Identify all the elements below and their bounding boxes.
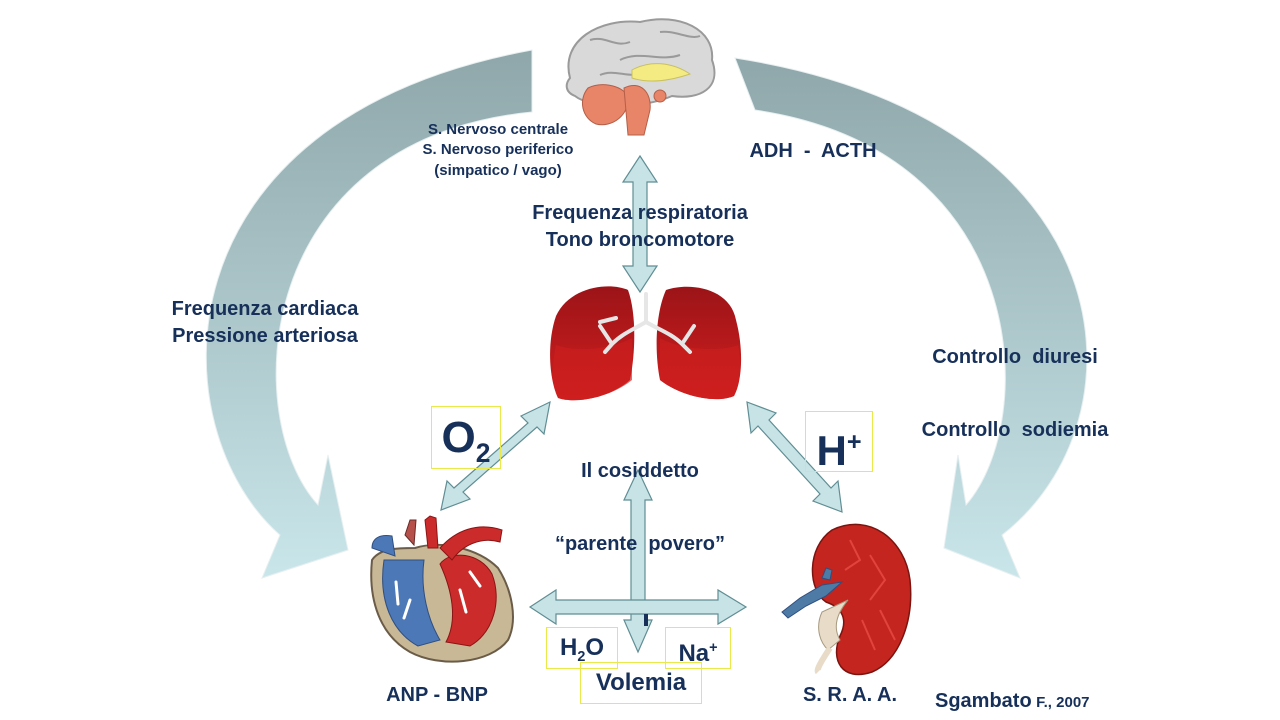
right-curved-arrow (734, 57, 1088, 579)
brain-label-line: S. Nervoso periferico (422, 141, 574, 159)
brain-lung-double-arrow (621, 154, 659, 294)
lung-label: Il cosiddetto “parente povero” (530, 412, 750, 581)
h-plus-symbol: H+ (805, 414, 873, 479)
cardio-label: Frequenza cardiaca Pressione arteriosa (130, 296, 400, 350)
lung-label-line: “parente povero” (554, 533, 726, 555)
volemia-connector-mark (644, 614, 648, 626)
brain-label: S. Nervoso centrale S. Nervoso periferic… (398, 120, 598, 181)
brain-illustration (565, 18, 716, 136)
h-base: H (816, 427, 847, 474)
kidney-illustration (781, 523, 912, 676)
kidney-label: S. R. A. A. (802, 684, 898, 706)
h2o-h: H (559, 634, 578, 661)
credit-name: Sgambato (935, 690, 1032, 712)
respiratory-label: Frequenza respiratoria Tono broncomotore (490, 200, 790, 254)
respiratory-label-line: Frequenza respiratoria (532, 202, 748, 224)
na-box (665, 627, 731, 669)
h2o-subscript: 2 (577, 648, 586, 665)
heart-kidney-double-arrow (528, 588, 748, 626)
renal-label: Controllo diuresi Controllo sodiemia (880, 298, 1150, 467)
brain-label-line: (simpatico / vago) (434, 161, 562, 179)
lung-heart-double-arrow (440, 400, 551, 511)
lung-label-line: Il cosiddetto (581, 460, 699, 482)
o2-subscript: 2 (475, 437, 491, 468)
h2o-o: O (585, 634, 605, 661)
h2o-symbol: H2O (546, 630, 618, 675)
h-superscript: + (846, 428, 862, 456)
credit-year: F., 2007 (1036, 694, 1090, 711)
lung-kidney-double-arrow (746, 401, 843, 513)
o2-base: O (441, 413, 476, 462)
volemia-box (580, 662, 702, 704)
renal-label-line: Controllo sodiemia (921, 419, 1109, 441)
hormones-top-label: ADH - ACTH (749, 140, 877, 162)
brain-label-line: S. Nervoso centrale (427, 121, 569, 138)
left-curved-arrow (205, 49, 533, 579)
h-plus-box (805, 411, 873, 472)
cardio-label-line: Frequenza cardiaca (171, 298, 359, 320)
o2-symbol: O2 (431, 410, 501, 481)
respiratory-label-line: Tono broncomotore (545, 229, 735, 251)
heart-illustration (370, 515, 514, 663)
credit-label: Sgambato F., 2007 (935, 690, 1135, 713)
cardio-label-line: Pressione arteriosa (172, 325, 358, 347)
lungs-illustration (550, 286, 742, 401)
volemia-label: Volemia (595, 669, 687, 696)
o2-box (431, 406, 501, 469)
renal-label-line: Controllo diuresi (932, 346, 1098, 368)
h2o-box (546, 627, 618, 669)
na-superscript: + (709, 640, 718, 656)
heart-label: ANP - BNP (386, 684, 488, 706)
